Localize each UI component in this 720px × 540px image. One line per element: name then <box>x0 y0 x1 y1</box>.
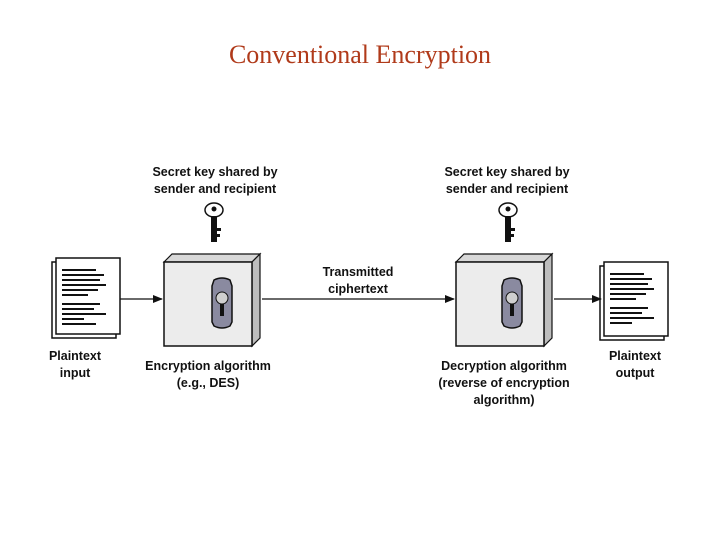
plaintext-output-document-icon <box>599 261 669 341</box>
transmitted-ciphertext-label: Transmitted ciphertext <box>322 265 394 296</box>
encryption-box <box>162 252 262 348</box>
encryption-algorithm-label: Encryption algorithm (e.g., DES) <box>145 359 271 390</box>
lock-icon <box>211 277 233 329</box>
decryption-algorithm-label: Decryption algorithm (reverse of encrypt… <box>438 359 570 407</box>
page-title: Conventional Encryption <box>228 40 492 69</box>
key-icon <box>498 202 518 242</box>
key-icon <box>204 202 224 242</box>
plaintext-input-label: Plaintext input <box>48 349 102 380</box>
key-label-left: Secret key shared by sender and recipien… <box>152 165 278 196</box>
plaintext-input-document-icon <box>51 257 121 339</box>
decryption-box <box>454 252 554 348</box>
plaintext-output-label: Plaintext output <box>608 349 662 380</box>
key-label-right: Secret key shared by sender and recipien… <box>444 165 570 196</box>
lock-icon <box>501 277 523 329</box>
